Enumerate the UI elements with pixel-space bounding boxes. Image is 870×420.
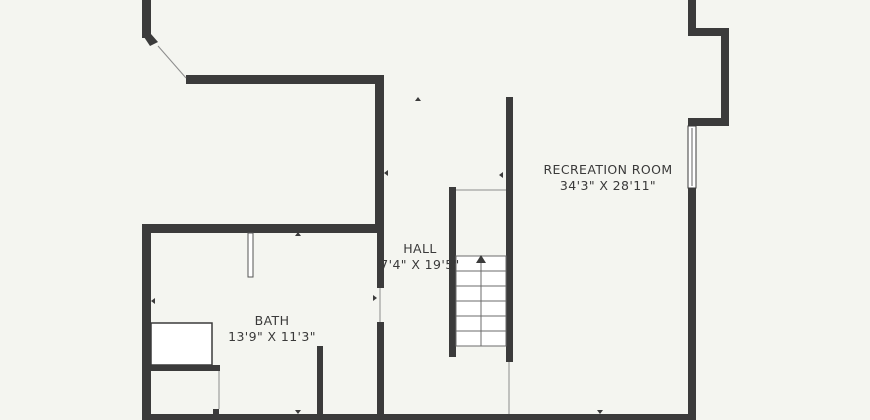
wall-hall-left-lower xyxy=(377,322,384,420)
wall-angled-corner xyxy=(142,34,158,46)
room-dimensions: 34'3" X 28'11" xyxy=(559,178,657,193)
wall-bath-left xyxy=(142,224,151,420)
wall-stair-right xyxy=(506,97,513,362)
room-name: BATH xyxy=(254,313,290,328)
door-openings xyxy=(157,45,510,414)
stair-up-arrow-icon xyxy=(476,255,486,263)
marker-icon xyxy=(597,410,603,414)
wall-top-left-stub xyxy=(142,0,151,38)
marker-icon xyxy=(151,298,155,304)
wall-right-upper xyxy=(688,0,696,36)
room-dimensions: 7'4" X 19'5" xyxy=(380,257,460,272)
wall-stair-left xyxy=(449,187,456,357)
wall-upper-room-right xyxy=(375,75,384,233)
bath-fixture xyxy=(150,322,213,366)
room-name: RECREATION ROOM xyxy=(543,162,673,177)
wall-right-lower xyxy=(688,188,696,420)
wall-bath-shelf xyxy=(151,365,220,371)
marker-icon xyxy=(295,410,301,414)
room-dimensions: 13'9" X 11'3" xyxy=(228,329,316,344)
door-opening-icon xyxy=(157,45,187,79)
room-label-hall: HALL 7'4" X 19'5" xyxy=(375,241,465,273)
wall-bump-bottom xyxy=(688,118,729,126)
wall-hall-left-upper xyxy=(377,233,384,288)
window-icon xyxy=(687,125,697,189)
wall-bath-interior xyxy=(317,346,323,420)
walls xyxy=(142,0,729,420)
bath-wall-fixture xyxy=(247,232,254,278)
wall-bump-top xyxy=(688,28,729,36)
wall-markers xyxy=(151,97,603,414)
wall-upper-room-top xyxy=(186,75,384,84)
wall-bump-right xyxy=(721,28,729,126)
room-label-recreation: RECREATION ROOM 34'3" X 28'11" xyxy=(528,162,688,194)
wall-bath-top xyxy=(142,224,384,233)
marker-icon xyxy=(373,295,377,301)
marker-icon xyxy=(295,232,301,236)
wall-bottom xyxy=(142,414,696,420)
room-label-bath: BATH 13'9" X 11'3" xyxy=(212,313,332,345)
marker-icon xyxy=(384,170,388,176)
marker-icon xyxy=(415,97,421,101)
marker-icon xyxy=(499,172,503,178)
stairs xyxy=(455,255,507,347)
room-name: HALL xyxy=(403,241,437,256)
